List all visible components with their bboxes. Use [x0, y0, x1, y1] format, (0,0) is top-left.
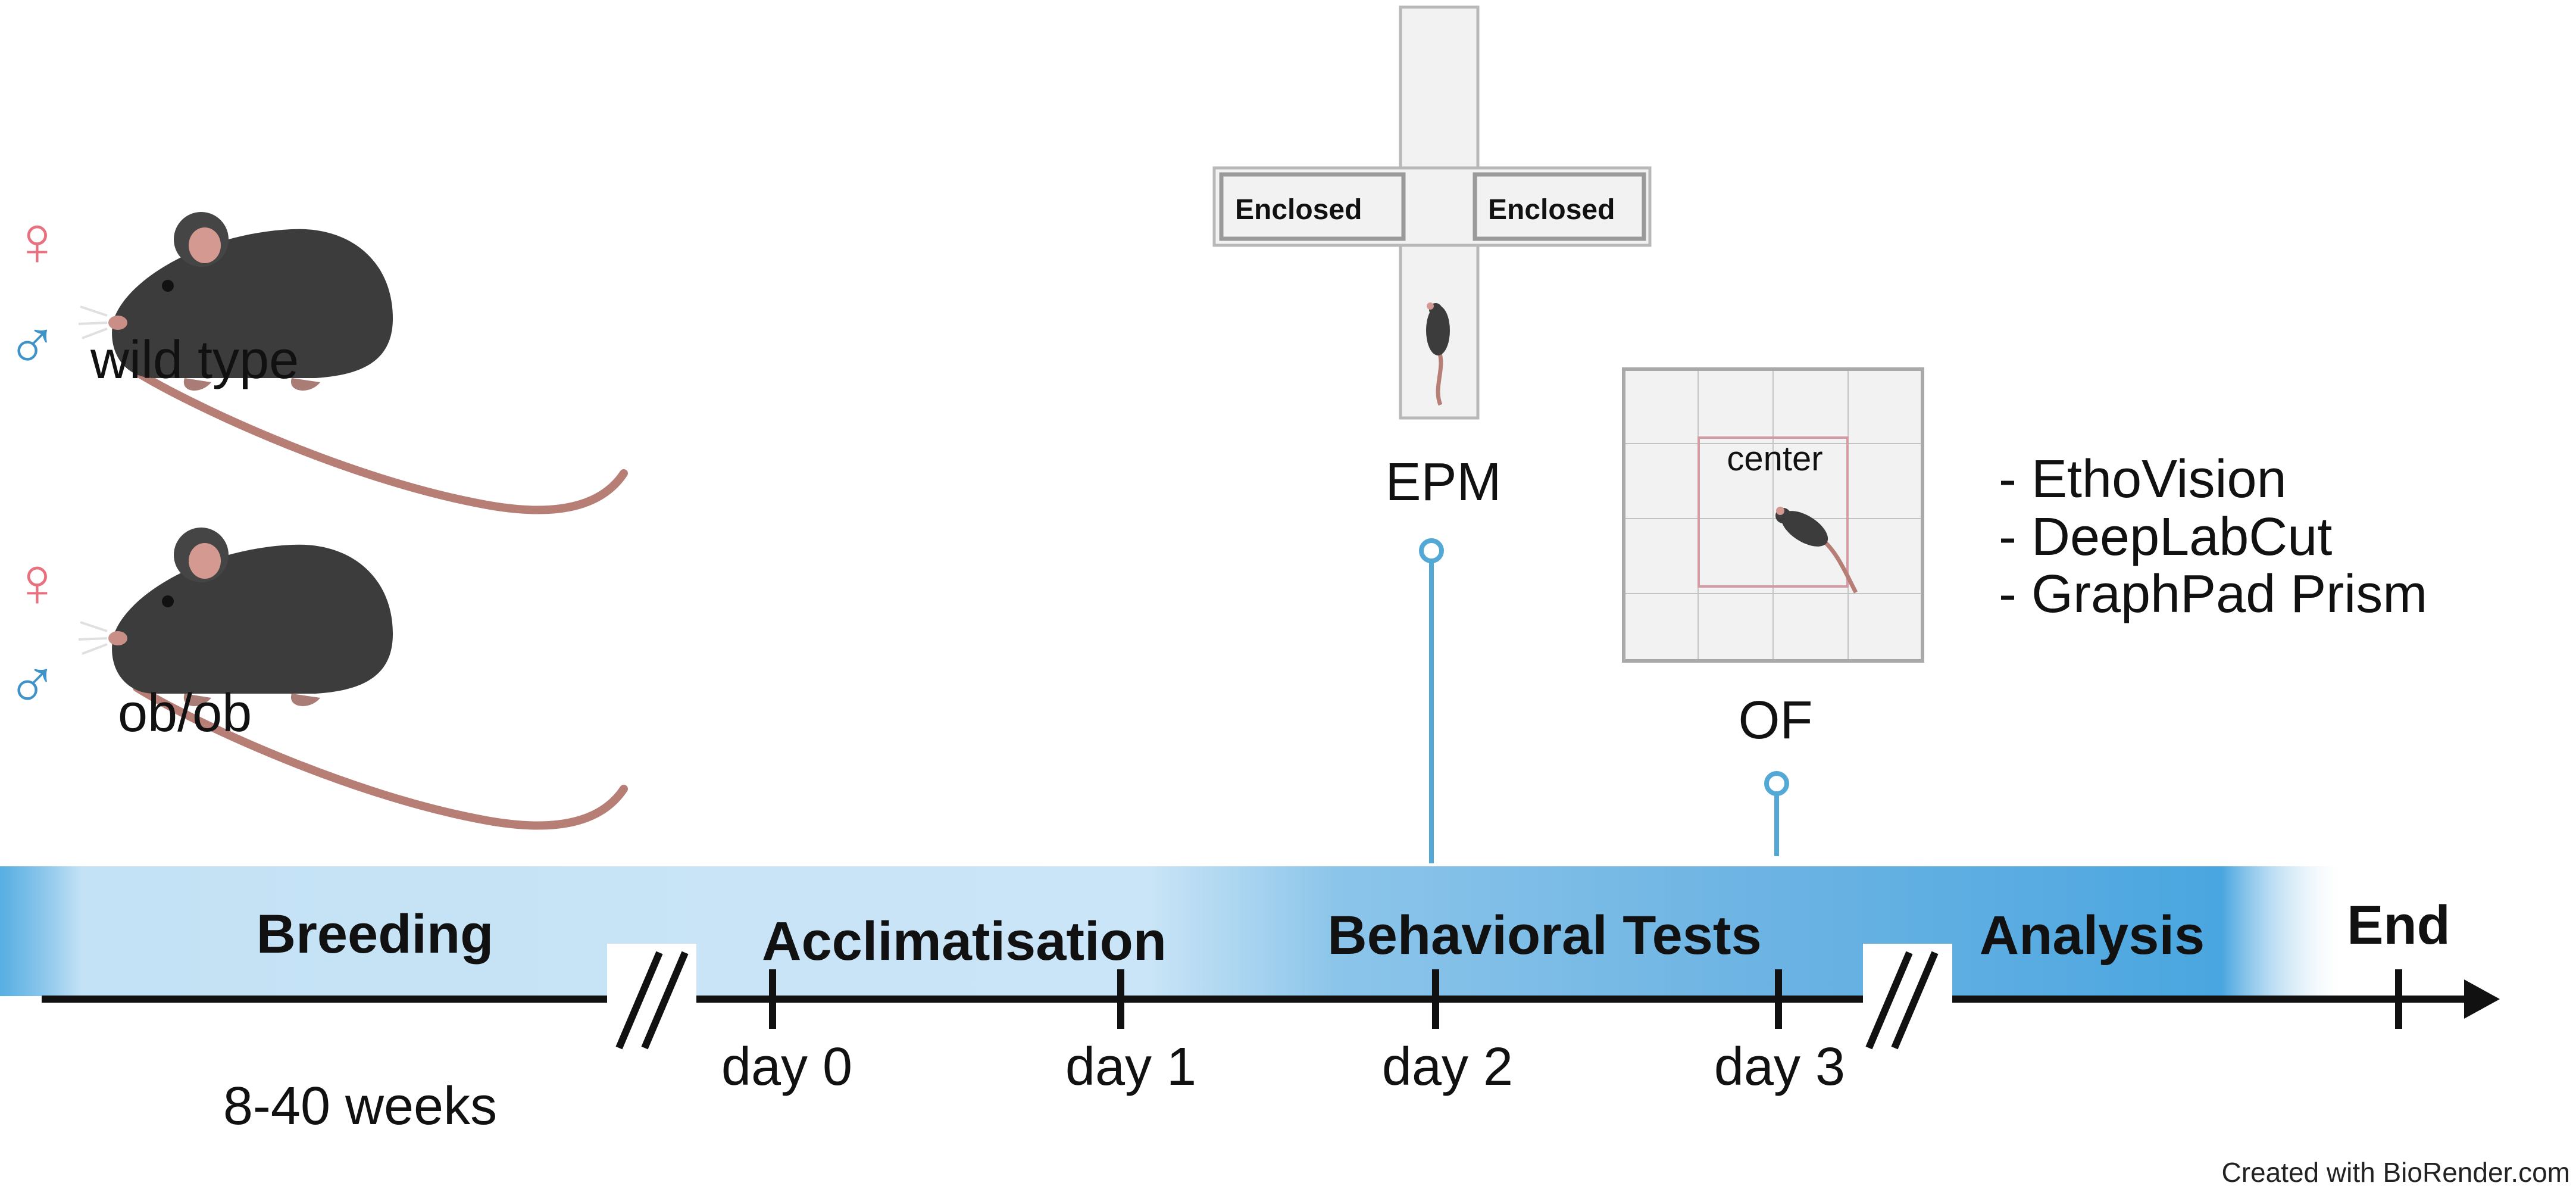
day-label: day 2 — [1382, 1037, 1513, 1097]
analysis-tool-item: - EthoVision — [1999, 450, 2287, 509]
female-symbol-icon: ♀ — [11, 543, 64, 622]
day-label: day 3 — [1714, 1037, 1845, 1097]
of-timeline-pin — [1764, 771, 1789, 856]
phase-label-acclimatisation: Acclimatisation — [762, 911, 1167, 972]
group-wild-type: ♀ ♂ wild type — [6, 202, 624, 510]
analysis-tool-item: - DeepLabCut — [1999, 507, 2332, 567]
timeline-break-mark — [1863, 944, 1952, 1063]
of-center-label: center — [1727, 439, 1822, 478]
analysis-tools-list: - EthoVision - DeepLabCut - GraphPad Pri… — [1999, 450, 2427, 624]
group-label-wild-type: wild type — [90, 330, 299, 390]
phase-label-breeding: Breeding — [257, 904, 494, 965]
elevated-plus-maze-icon: Enclosed Enclosed — [1212, 5, 1652, 420]
group-ob-ob: ♀ ♂ ob/ob — [6, 528, 624, 826]
male-symbol-icon: ♂ — [6, 306, 59, 385]
phase-label-end: End — [2347, 895, 2450, 956]
day-label: day 0 — [721, 1037, 852, 1097]
day-label: day 1 — [1065, 1037, 1196, 1097]
epm-enclosed-arm-right: Enclosed — [1488, 194, 1615, 226]
open-field-arena-icon: center — [1622, 367, 1924, 663]
mouse-icon — [1775, 507, 1858, 594]
epm-label: EPM — [1385, 453, 1501, 512]
phase-label-analysis: Analysis — [1980, 905, 2205, 966]
biorender-credit: Created with BioRender.com — [2221, 1157, 2570, 1188]
male-symbol-icon: ♂ — [6, 645, 59, 724]
epm-enclosed-arm-left: Enclosed — [1235, 194, 1362, 226]
female-symbol-icon: ♀ — [11, 202, 64, 280]
timeline-break-mark — [607, 944, 696, 1063]
analysis-tool-item: - GraphPad Prism — [1999, 564, 2427, 624]
timeline-arrow-icon — [42, 979, 2500, 1019]
group-label-ob-ob: ob/ob — [118, 684, 252, 743]
breeding-duration-label: 8-40 weeks — [223, 1076, 497, 1136]
of-label: OF — [1739, 691, 1813, 750]
phase-label-behavioral-tests: Behavioral Tests — [1327, 905, 1762, 966]
epm-timeline-pin — [1419, 538, 1444, 863]
mouse-icon — [79, 528, 624, 826]
mouse-icon — [1426, 302, 1450, 406]
